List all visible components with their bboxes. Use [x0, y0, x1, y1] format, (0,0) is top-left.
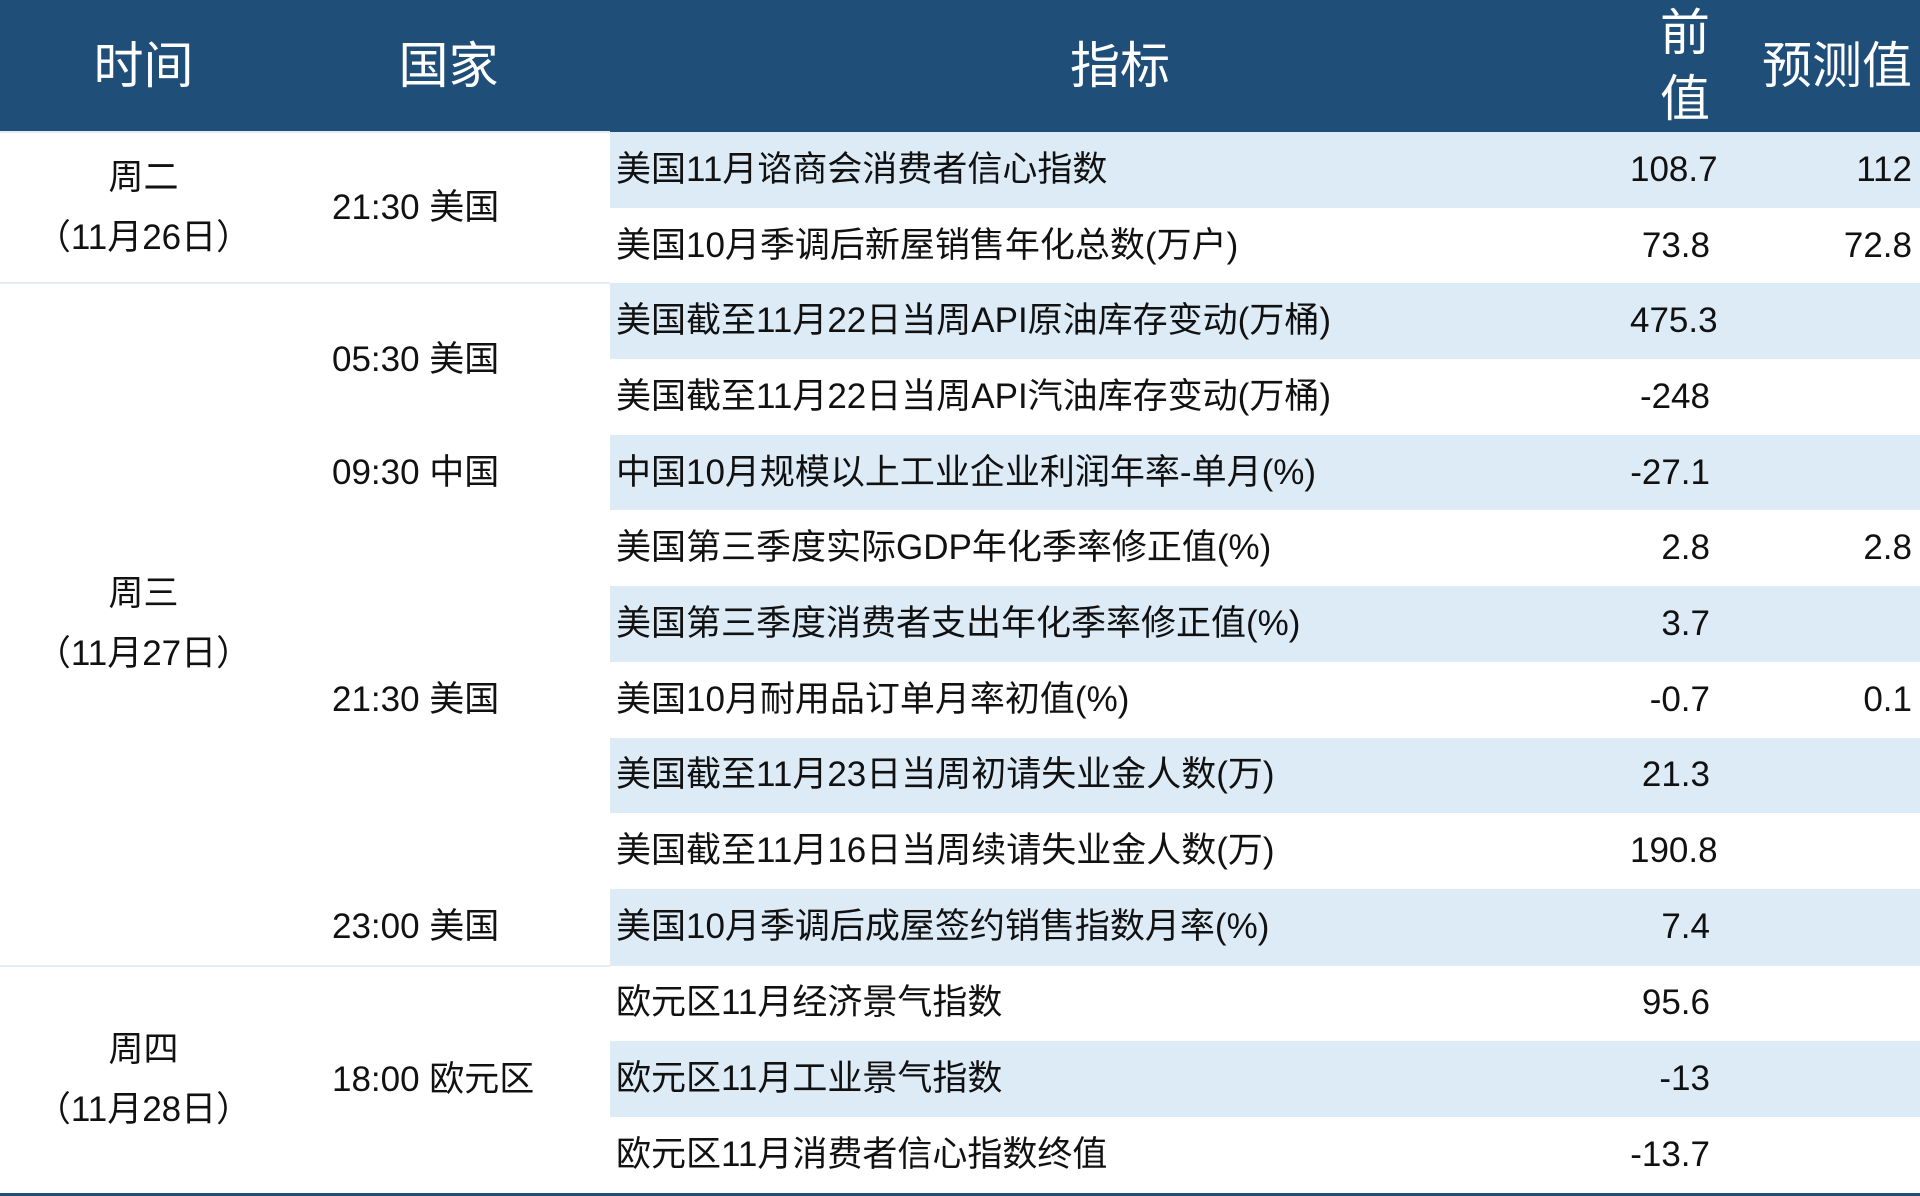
indicator-cell: 美国第三季度消费者支出年化季率修正值(%)	[610, 586, 1630, 662]
day-label: 周四	[108, 1029, 179, 1069]
table-row: 欧元区11月工业景气指数 -13	[0, 1041, 1920, 1117]
time-country-cell: 23:00 美国	[332, 906, 500, 946]
previous-cell: 190.8	[1630, 831, 1718, 871]
forecast-cell	[1720, 359, 1920, 435]
header-forecast: 预测值	[1720, 0, 1920, 132]
previous-cell: -13.7	[1630, 1116, 1720, 1196]
header-time: 时间	[0, 0, 287, 132]
forecast-cell: 2.8	[1863, 528, 1912, 568]
indicator-cell: 中国10月规模以上工业企业利润年率-单月(%)	[610, 434, 1630, 511]
previous-cell: 2.8	[1661, 528, 1710, 568]
forecast-cell	[1720, 737, 1920, 814]
previous-cell: 475.3	[1630, 283, 1720, 360]
forecast-cell	[1720, 586, 1920, 662]
indicator-cell: 欧元区11月工业景气指数	[610, 1041, 1630, 1117]
header-indicator: 指标	[610, 0, 1630, 132]
indicator-cell: 欧元区11月消费者信心指数终值	[610, 1116, 1630, 1196]
previous-cell: 3.7	[1630, 586, 1720, 662]
previous-cell: 7.4	[1630, 888, 1720, 966]
date-label: （11月28日）	[35, 1089, 252, 1129]
day-cell: 周四 （11月28日）	[0, 964, 287, 1196]
forecast-cell: 72.8	[1843, 225, 1912, 265]
day-label: 周二	[108, 157, 179, 197]
table-row: 23:00 美国 美国10月季调后成屋签约销售指数月率(%) 7.4	[0, 888, 1920, 966]
forecast-cell	[1720, 813, 1920, 889]
forecast-cell	[1720, 966, 1920, 1042]
table-row: 美国第三季度消费者支出年化季率修正值(%) 3.7	[0, 586, 1920, 662]
indicator-cell: 美国11月谘商会消费者信心指数	[610, 132, 1630, 208]
time-country-cell: 21:30 美国	[332, 679, 500, 719]
previous-cell: 73.8	[1641, 225, 1710, 265]
forecast-cell	[1720, 1116, 1920, 1196]
previous-cell: -13	[1630, 1041, 1720, 1117]
forecast-cell	[1720, 1041, 1920, 1117]
previous-cell: -27.1	[1630, 434, 1720, 511]
table-row: 09:30 中国 中国10月规模以上工业企业利润年率-单月(%) -27.1	[0, 434, 1920, 511]
day-label: 周三	[108, 574, 179, 614]
header-previous: 前值	[1630, 0, 1720, 132]
date-label: （11月26日）	[35, 217, 252, 257]
forecast-cell	[1720, 283, 1920, 360]
time-country-cell: 21:30 美国	[287, 130, 610, 284]
previous-cell: -0.7	[1649, 679, 1710, 719]
previous-cell: -248	[1639, 376, 1710, 416]
table-row: 周二 （11月26日） 21:30 美国 美国11月谘商会消费者信心指数 108.…	[0, 130, 1920, 284]
previous-cell: 108.7	[1630, 132, 1720, 208]
forecast-cell	[1720, 434, 1920, 511]
table-row: 美国截至11月22日当周API汽油库存变动(万桶) -248	[0, 359, 1920, 435]
indicator-cell: 美国10月季调后新屋销售年化总数(万户)	[616, 225, 1239, 265]
indicator-cell: 美国截至11月23日当周初请失业金人数(万)	[610, 737, 1630, 814]
time-country-cell: 09:30 中国	[332, 452, 500, 492]
indicator-cell: 美国截至11月22日当周API原油库存变动(万桶)	[610, 283, 1630, 360]
day-cell: 周三 （11月27日）	[0, 282, 287, 966]
indicator-cell: 欧元区11月经济景气指数	[616, 983, 1003, 1023]
table-row: 21:30 美国 美国第三季度实际GDP年化季率修正值(%) 2.8 2.8	[0, 510, 1920, 718]
header-country: 国家	[287, 0, 610, 132]
indicator-cell: 美国第三季度实际GDP年化季率修正值(%)	[616, 528, 1272, 568]
day-cell: 周二 （11月26日）	[0, 130, 287, 284]
header-row: 时间 国家 指标 前值 预测值	[0, 0, 1920, 132]
date-label: （11月27日）	[35, 634, 252, 674]
time-country-cell: 18:00 欧元区	[287, 964, 610, 1196]
forecast-cell	[1720, 888, 1920, 966]
forecast-cell: 112	[1720, 132, 1920, 208]
previous-cell: 21.3	[1630, 737, 1720, 814]
indicator-cell: 美国截至11月16日当周续请失业金人数(万)	[616, 831, 1275, 871]
table-row: 美国10月季调后新屋销售年化总数(万户) 73.8 72.8	[0, 208, 1920, 284]
indicator-cell: 美国10月季调后成屋签约销售指数月率(%)	[610, 888, 1630, 966]
indicator-cell: 美国截至11月22日当周API汽油库存变动(万桶)	[616, 376, 1331, 416]
time-country-cell: 05:30 美国	[287, 282, 610, 435]
table-row: 美国截至11月16日当周续请失业金人数(万) 190.8	[0, 813, 1920, 889]
table-row: 美国10月耐用品订单月率初值(%) -0.7 0.1	[0, 662, 1920, 738]
forecast-cell: 0.1	[1863, 679, 1912, 719]
table-row: 美国截至11月23日当周初请失业金人数(万) 21.3	[0, 737, 1920, 814]
previous-cell: 95.6	[1641, 983, 1710, 1023]
table-row: 周四 （11月28日） 18:00 欧元区 欧元区11月经济景气指数 95.6	[0, 964, 1920, 1196]
table-row: 周三 （11月27日） 05:30 美国 美国截至11月22日当周API原油库存变…	[0, 282, 1920, 966]
indicator-cell: 美国10月耐用品订单月率初值(%)	[616, 679, 1130, 719]
